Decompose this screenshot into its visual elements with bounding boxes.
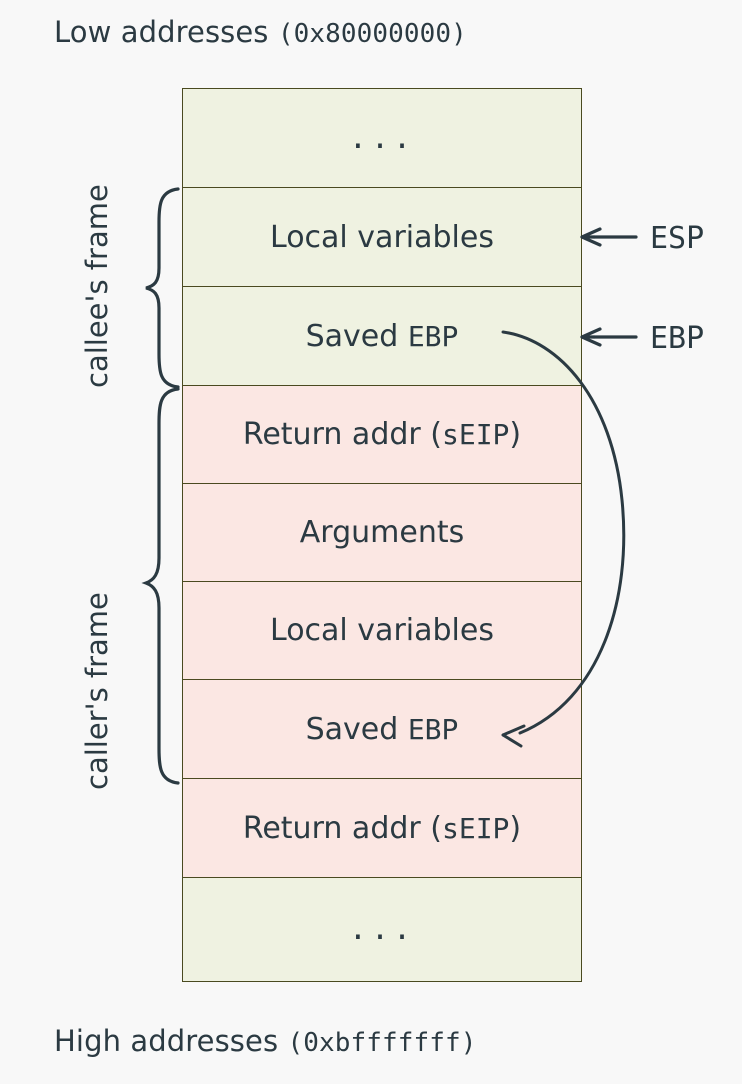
high-addresses-text: High addresses bbox=[54, 1024, 288, 1058]
low-addresses-caption: Low addresses (0x80000000) bbox=[54, 15, 467, 49]
caller-saved-ebp-label: Saved EBP bbox=[305, 711, 459, 747]
stack-cell-callee-locals: Local variables bbox=[182, 187, 582, 287]
callee-return-addr-label: Return addr (sEIP) bbox=[242, 417, 522, 452]
stack-cell-caller-arguments: Arguments bbox=[182, 483, 582, 582]
stack-cell-top-ellipsis: ... bbox=[182, 88, 582, 188]
stack-cell-callee-saved-ebp: Saved EBP bbox=[182, 286, 582, 386]
caller-locals-label: Local variables bbox=[270, 613, 494, 648]
ellipsis-bottom: ... bbox=[348, 912, 416, 947]
ellipsis-top: ... bbox=[348, 120, 416, 156]
caller-arguments-label: Arguments bbox=[299, 515, 465, 550]
stack-cell-caller-return-addr: Return addr (sEIP) bbox=[182, 778, 582, 878]
callee-frame-brace bbox=[145, 187, 180, 389]
stack-column: ... Local variables Saved EBP Return add… bbox=[182, 88, 582, 982]
callee-locals-label: Local variables bbox=[270, 219, 494, 255]
ebp-pointer-arrow bbox=[580, 327, 638, 347]
stack-cell-bottom-ellipsis: ... bbox=[182, 877, 582, 982]
caller-return-addr-label: Return addr (sEIP) bbox=[242, 810, 522, 846]
esp-pointer-arrow bbox=[580, 227, 638, 247]
stack-cell-callee-return-addr: Return addr (sEIP) bbox=[182, 385, 582, 484]
caller-frame-label: caller's frame bbox=[80, 592, 114, 790]
esp-register-label: ESP bbox=[650, 221, 705, 256]
ebp-register-label: EBP bbox=[650, 321, 705, 356]
stack-cell-caller-saved-ebp: Saved EBP bbox=[182, 679, 582, 779]
callee-saved-ebp-label: Saved EBP bbox=[305, 318, 459, 354]
low-addresses-text: Low addresses bbox=[54, 15, 278, 49]
callee-frame-label: callee's frame bbox=[80, 184, 114, 388]
high-addresses-value: (0xbfffffff) bbox=[287, 1028, 477, 1058]
low-addresses-value: (0x80000000) bbox=[277, 19, 467, 49]
high-addresses-caption: High addresses (0xbfffffff) bbox=[54, 1024, 477, 1058]
stack-cell-caller-locals: Local variables bbox=[182, 581, 582, 680]
caller-frame-brace bbox=[141, 387, 180, 785]
